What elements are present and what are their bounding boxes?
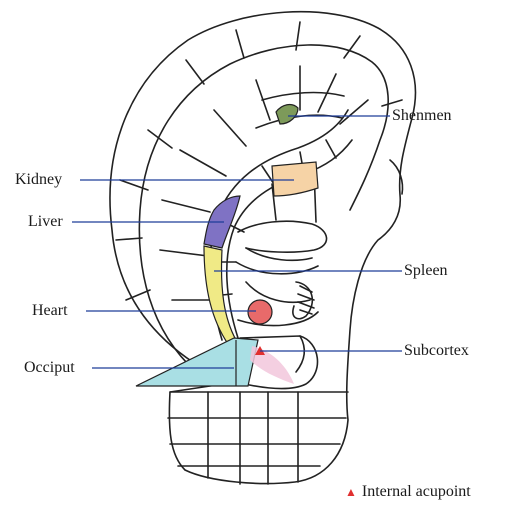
label-liver: Liver bbox=[28, 213, 63, 231]
triangle-icon: ▲ bbox=[345, 485, 357, 499]
label-occiput: Occiput bbox=[24, 359, 75, 377]
spleen-region bbox=[204, 246, 236, 344]
label-kidney: Kidney bbox=[15, 171, 62, 189]
legend: ▲ Internal acupoint bbox=[345, 483, 471, 501]
label-shenmen: Shenmen bbox=[392, 107, 452, 125]
occiput-region bbox=[136, 338, 258, 386]
label-heart: Heart bbox=[32, 302, 68, 320]
heart-region bbox=[248, 300, 272, 324]
kidney-region bbox=[272, 162, 318, 196]
shenmen-region bbox=[276, 105, 298, 124]
helix-crus bbox=[238, 221, 327, 252]
subcortex-region bbox=[250, 346, 294, 384]
ear-outline bbox=[110, 12, 415, 484]
label-subcortex: Subcortex bbox=[404, 342, 469, 360]
legend-text: Internal acupoint bbox=[362, 483, 471, 500]
label-spleen: Spleen bbox=[404, 262, 448, 280]
